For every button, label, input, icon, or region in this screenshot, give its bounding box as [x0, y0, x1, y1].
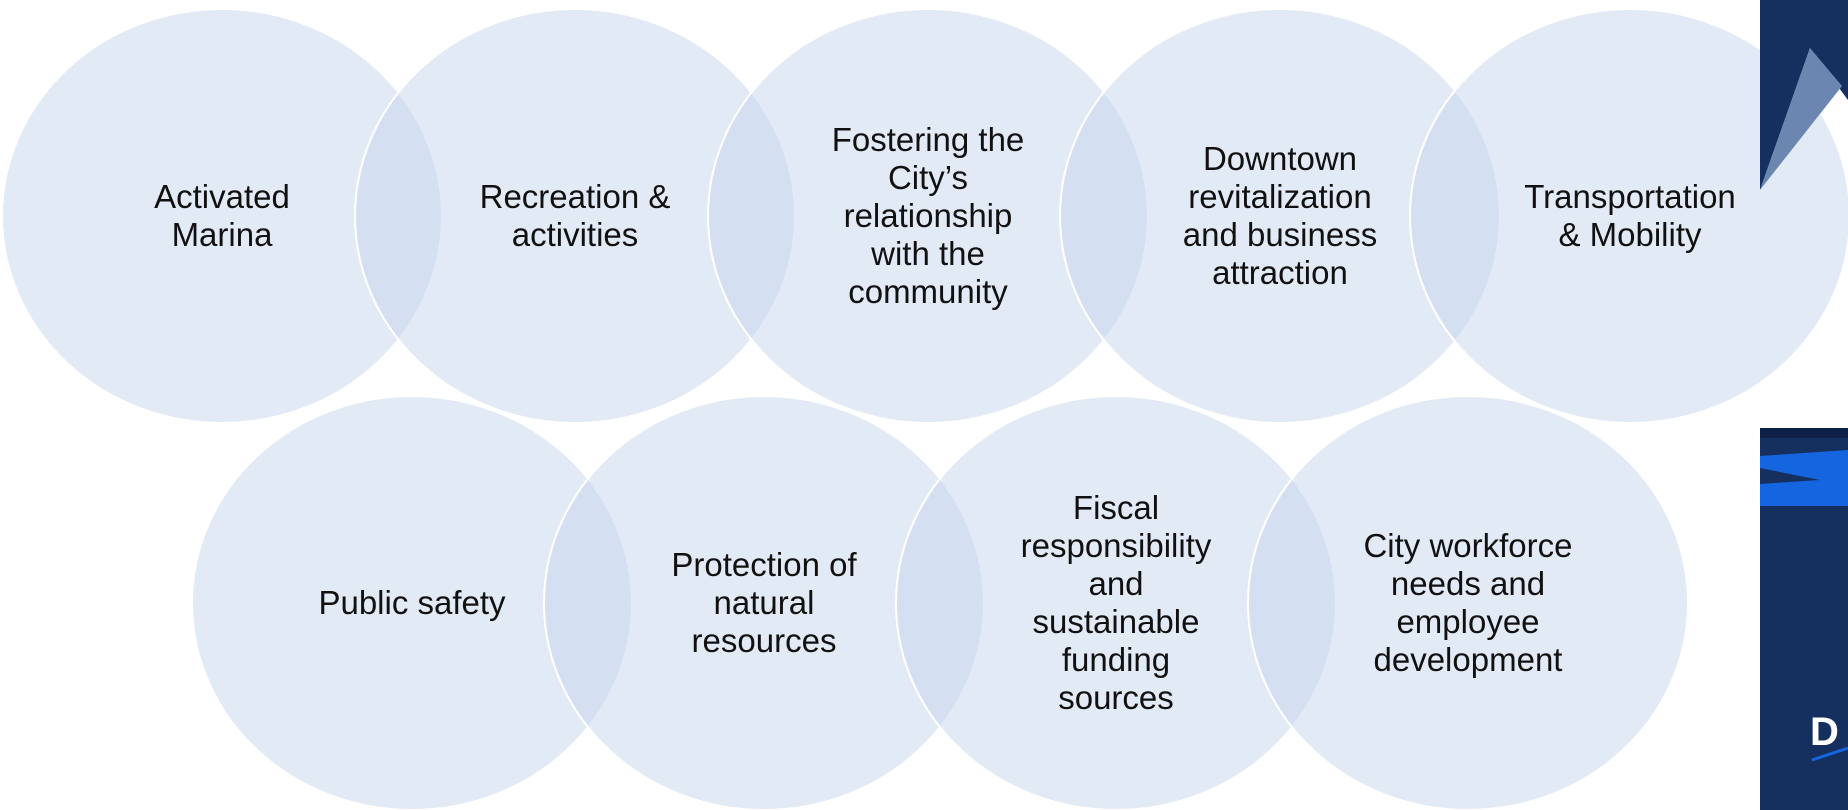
label-activated-marina: Activated Marina	[154, 178, 290, 253]
label-public-safety: Public safety	[318, 584, 506, 621]
label-natural-resources: Protection of natural resources	[671, 546, 857, 659]
circle-workforce	[1247, 395, 1689, 810]
label-workforce: City workforce needs and employee develo…	[1363, 527, 1573, 678]
label-fiscal: Fiscal responsibility and sustainable fu…	[1020, 489, 1212, 716]
label-transportation: Transportation & Mobility	[1524, 178, 1736, 253]
label-recreation-activities: Recreation & activities	[479, 178, 671, 253]
brand-logo-panel: D	[1760, 428, 1848, 810]
circle-transportation	[1409, 8, 1848, 424]
brand-logo-text: D	[1810, 710, 1839, 754]
brand-corner-graphic	[1760, 0, 1848, 190]
label-downtown: Downtown revitalization and business att…	[1182, 140, 1378, 291]
label-city-community: Fostering the City’s relationship with t…	[831, 121, 1025, 310]
